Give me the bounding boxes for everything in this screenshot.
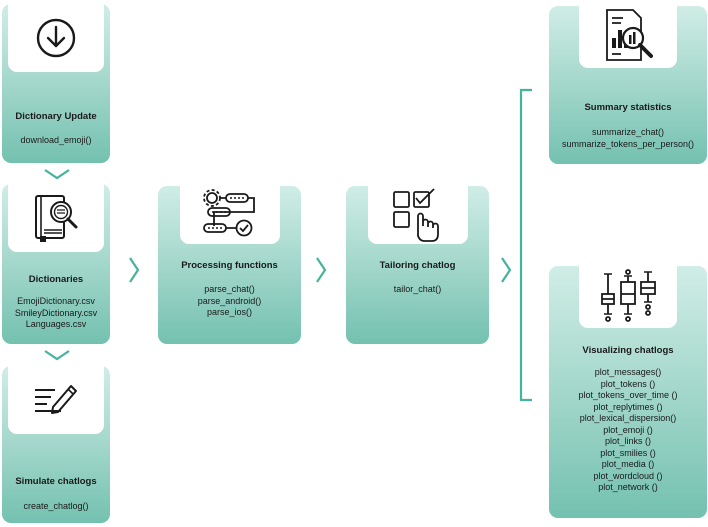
card-processing-functions: Processing functions parse_chat() parse_… (158, 186, 301, 344)
card-title: Summary statistics (584, 102, 672, 113)
card-dictionary-update: Dictionary Update download_emoji() (2, 4, 110, 163)
file-name: EmojiDictionary.csv (17, 296, 95, 306)
card-summary-statistics: Summary statistics summarize_chat() summ… (549, 6, 707, 164)
function-name: summarize_chat() (591, 127, 665, 137)
boxplot-icon (598, 268, 658, 326)
function-name: plot_tokens () (600, 378, 656, 389)
chevron-right-icon (128, 256, 140, 284)
card-icon-box (8, 4, 104, 72)
card-function-list: tailor_chat() (346, 284, 489, 296)
function-name: parse_chat() (204, 284, 255, 294)
chevron-down-icon (43, 168, 71, 180)
function-name: plot_media () (601, 459, 655, 469)
gear-flow-icon (200, 188, 260, 242)
function-name: summarize_tokens_per_person() (561, 138, 695, 149)
card-function-list: download_emoji() (2, 135, 110, 147)
function-name: plot_messages() (594, 367, 662, 377)
function-name: parse_android() (197, 295, 262, 306)
function-name: plot_lexical_dispersion() (579, 413, 677, 423)
card-title: Processing functions (181, 260, 278, 271)
download-circle-icon (34, 16, 78, 60)
chevron-right-icon (500, 256, 512, 284)
card-icon-box (579, 6, 677, 68)
function-name: parse_ios() (206, 307, 253, 317)
file-name: Languages.csv (25, 319, 87, 329)
card-title: Dictionary Update (15, 111, 97, 122)
file-name: SmileyDictionary.csv (14, 307, 98, 318)
card-title: Tailoring chatlog (379, 260, 456, 271)
card-dictionaries: Dictionaries EmojiDictionary.csv SmileyD… (2, 184, 110, 344)
function-name: plot_links () (604, 436, 651, 446)
branch-bracket (518, 88, 534, 402)
card-function-list: plot_messages() plot_tokens () plot_toke… (549, 367, 707, 494)
function-name: plot_wordcloud () (593, 470, 663, 481)
chevron-down-icon (43, 349, 71, 361)
function-name: plot_replytimes () (593, 401, 663, 412)
card-icon-box (8, 184, 104, 252)
card-icon-box (8, 366, 104, 434)
card-tailoring-chatlog: Tailoring chatlog tailor_chat() (346, 186, 489, 344)
card-function-list: EmojiDictionary.csv SmileyDictionary.csv… (2, 296, 110, 331)
card-title: Dictionaries (28, 274, 84, 285)
function-name: create_chatlog() (23, 501, 89, 511)
card-function-list: summarize_chat() summarize_tokens_per_pe… (549, 127, 707, 150)
card-simulate-chatlogs: Simulate chatlogs create_chatlog() (2, 366, 110, 523)
list-pencil-icon (31, 380, 81, 420)
function-name: plot_tokens_over_time () (578, 390, 678, 400)
grid-select-hand-icon (390, 188, 446, 242)
function-name: plot_smilies () (600, 447, 656, 458)
card-visualizing-chatlogs: Visualizing chatlogs plot_messages() plo… (549, 266, 707, 518)
card-function-list: create_chatlog() (2, 501, 110, 513)
chevron-right-icon (315, 256, 327, 284)
function-name: plot_emoji () (603, 424, 653, 435)
card-icon-box (579, 266, 677, 328)
card-title: Visualizing chatlogs (582, 345, 674, 356)
book-magnifier-icon (32, 192, 80, 244)
function-name: tailor_chat() (393, 284, 442, 294)
function-name: plot_network () (598, 482, 658, 492)
function-name: download_emoji() (20, 135, 92, 145)
card-icon-box (368, 186, 468, 244)
card-title: Simulate chatlogs (15, 476, 97, 487)
report-magnifier-icon (599, 8, 657, 66)
card-icon-box (180, 186, 280, 244)
card-function-list: parse_chat() parse_android() parse_ios() (158, 284, 301, 319)
